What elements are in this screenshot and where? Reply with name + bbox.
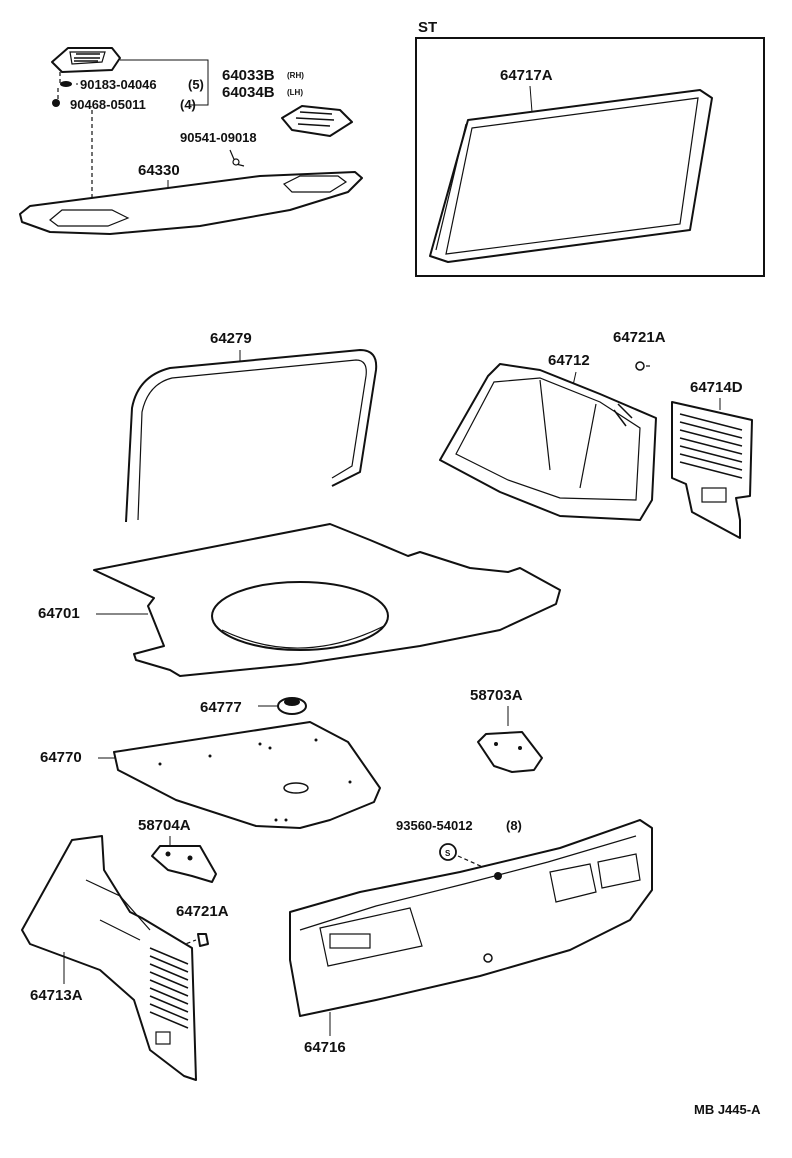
luggage-side-trim-64712[interactable]	[439, 363, 657, 521]
clip-90541[interactable]	[229, 149, 245, 167]
label-58703a: 58703A	[470, 687, 523, 704]
label-58704a: 58704A	[138, 817, 191, 834]
label-64721a-bottom: 64721A	[176, 903, 229, 920]
label-64716: 64716	[304, 1039, 346, 1056]
label-64033b-side: (RH)	[287, 71, 304, 80]
speaker-cover-left[interactable]	[51, 47, 121, 73]
side-cover-64714d[interactable]	[671, 401, 753, 539]
label-64777: 64777	[200, 699, 242, 716]
clip-64721a-top[interactable]	[635, 361, 652, 371]
luggage-side-trim-64713a[interactable]	[21, 835, 197, 1081]
label-64279: 64279	[210, 330, 252, 347]
label-64033b: 64033B	[222, 67, 275, 84]
speaker-cover-right[interactable]	[281, 105, 353, 137]
label-64717a: 64717A	[500, 67, 553, 84]
label-93560-qty: (8)	[506, 818, 522, 833]
svg-text:S: S	[445, 849, 451, 858]
st-box-label: ST	[418, 19, 437, 36]
label-64712: 64712	[548, 352, 590, 369]
rear-panel-trim-64716[interactable]	[289, 819, 653, 1017]
label-90468-qty: (4)	[180, 97, 196, 112]
weatherstrip-64279[interactable]	[125, 349, 378, 523]
clip-90183[interactable]	[60, 81, 72, 87]
label-93560: 93560-54012	[396, 818, 473, 833]
nut-90468[interactable]	[52, 99, 60, 107]
dashed-guide-tray	[57, 72, 93, 200]
bracket-58703a[interactable]	[477, 731, 543, 773]
leader-64033b	[120, 59, 209, 106]
spare-tire-recess	[211, 581, 389, 651]
label-64721a-top: 64721A	[613, 329, 666, 346]
grommet-64777[interactable]	[277, 697, 307, 715]
label-90183-qty: (5)	[188, 77, 204, 92]
trunk-floor-mat-64701[interactable]	[93, 523, 561, 677]
label-64330: 64330	[138, 162, 180, 179]
label-90541: 90541-09018	[180, 130, 257, 145]
label-64034b: 64034B	[222, 84, 275, 101]
label-64701: 64701	[38, 605, 80, 622]
package-tray-trim[interactable]	[19, 171, 363, 235]
label-64714d: 64714D	[690, 379, 743, 396]
label-64034b-side: (LH)	[287, 88, 303, 97]
label-90183: 90183-04046	[80, 77, 157, 92]
bracket-58704a[interactable]	[151, 845, 217, 883]
st-variant-box	[415, 37, 765, 277]
label-90468: 90468-05011	[70, 97, 146, 112]
diagram-code: MB J445-A	[694, 1102, 761, 1117]
label-64770: 64770	[40, 749, 82, 766]
partition-board-64717a[interactable]	[429, 89, 713, 263]
leader-64717a	[529, 85, 533, 113]
deck-board-64770[interactable]	[113, 721, 381, 829]
screw-93560[interactable]: S	[439, 843, 495, 873]
label-64713a: 64713A	[30, 987, 83, 1004]
